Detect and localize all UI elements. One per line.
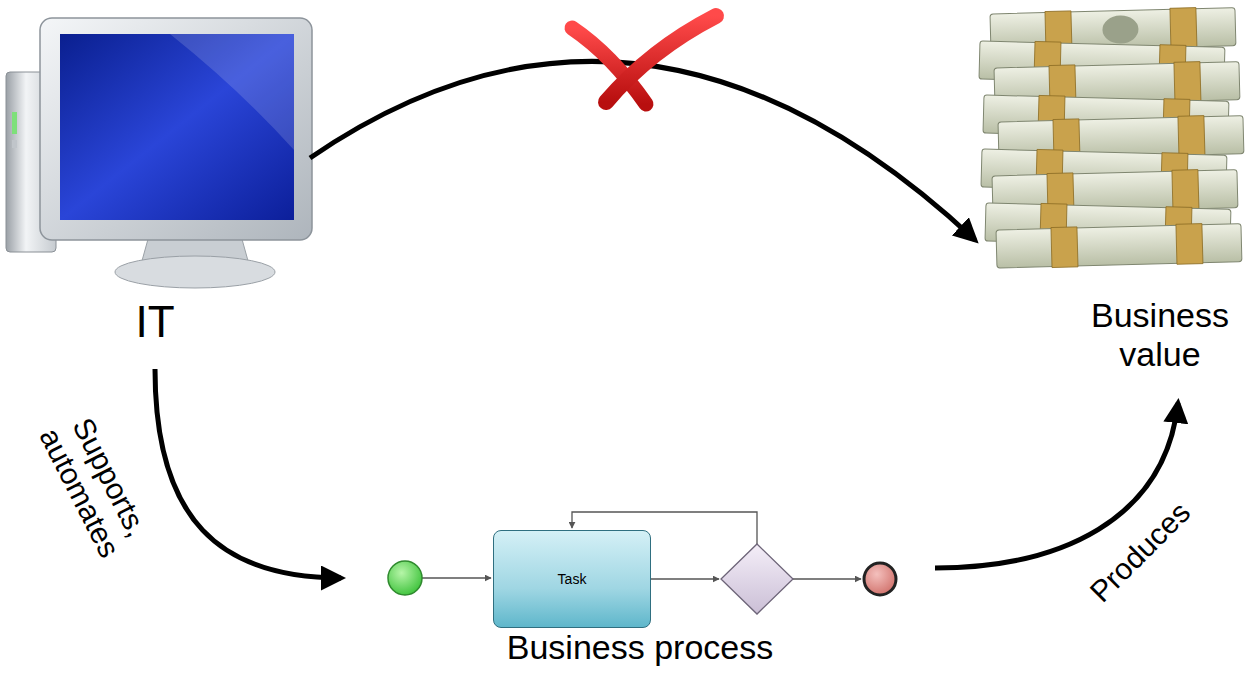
- business-process-band: Business process Task: [345, 480, 935, 684]
- computer-icon: [6, 18, 312, 288]
- edge-label: Produces: [1075, 487, 1205, 617]
- it-node: IT: [0, 0, 310, 365]
- node-text: Task: [558, 571, 587, 587]
- node-text: IT: [0, 298, 310, 346]
- node-text: Business value: [1070, 296, 1250, 374]
- process-box: Task: [493, 530, 651, 628]
- business-value-node: Business value: [975, 0, 1250, 400]
- node-text: Business process: [345, 628, 935, 667]
- money-stack: [979, 7, 1244, 269]
- bill: [996, 223, 1242, 269]
- connector-arrow: [155, 369, 341, 578]
- edge-label: Supports, automates: [31, 403, 159, 567]
